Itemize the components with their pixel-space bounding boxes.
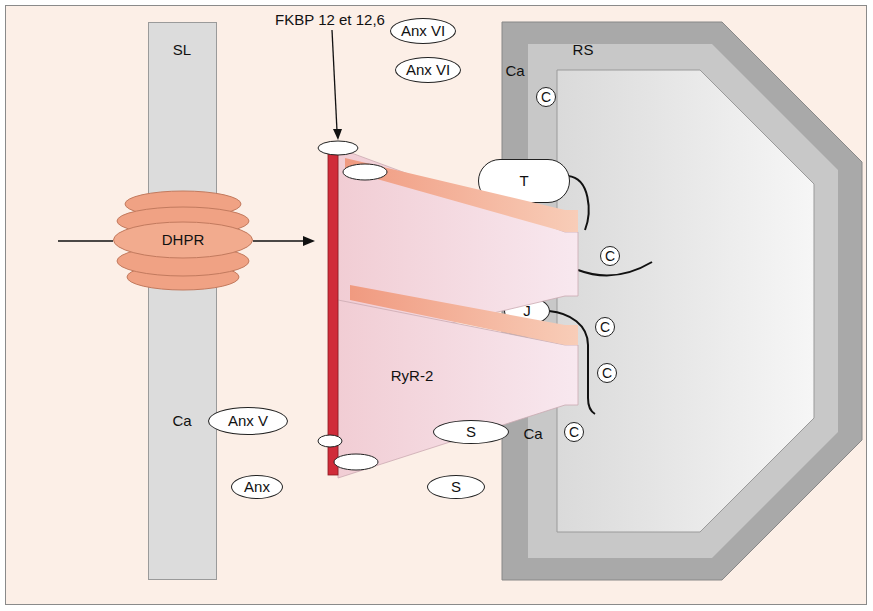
reticulum-membrane (528, 44, 838, 558)
ion-label: Ca (172, 412, 191, 430)
ion-label: Ca (505, 62, 524, 80)
node-text: C (600, 319, 610, 335)
protein-oval: S (427, 475, 485, 499)
protein-oval: Anx (231, 475, 283, 499)
node-text: SL (173, 41, 191, 59)
leader-arrowhead (333, 129, 342, 140)
binding-protein (343, 164, 387, 180)
node-text: C (541, 89, 551, 105)
membrane-band-shape (148, 22, 217, 580)
protein-oval: Anx V (208, 407, 288, 435)
protein-oval: S (433, 420, 509, 444)
binding-protein (318, 435, 342, 447)
connector-line (253, 240, 305, 242)
reticulum-lumen (557, 70, 814, 532)
node-text: Anx V (228, 412, 268, 430)
node-text: Anx VI (406, 61, 450, 79)
protein-circle: C (600, 246, 620, 266)
protein-oval: Anx VI (395, 57, 461, 83)
binding-protein (318, 141, 358, 155)
leader-line (332, 30, 337, 131)
arrowhead (303, 236, 315, 246)
binding-protein (334, 454, 378, 470)
receptor-shading (350, 285, 578, 345)
current-arrow (253, 236, 315, 246)
membrane-band-fill (149, 23, 217, 580)
node-text: T (519, 172, 528, 190)
node-text: C (569, 424, 579, 440)
protein-circle: C (536, 87, 556, 107)
reticulum-outer (502, 22, 862, 580)
receptor-foot (328, 147, 338, 475)
node-text: Anx (244, 478, 270, 496)
reticulum-shape (502, 22, 862, 580)
node-text: C (605, 248, 615, 264)
node-text: Anx VI (401, 22, 445, 40)
ion-label: Ca (523, 425, 542, 443)
node-text: C (602, 365, 612, 381)
protein-oval: Anx VI (390, 18, 456, 44)
node-text: RyR-2 (391, 367, 434, 385)
part-label: FKBP 12 et 12,6 (275, 11, 385, 29)
node-text: RS (573, 41, 594, 59)
node-text: DHPR (162, 231, 205, 249)
frame-panel (6, 6, 867, 605)
reticulum-compartment: RS C C C C C (502, 22, 862, 580)
channel-complex: DHPR (113, 190, 253, 292)
protein-circle: C (564, 422, 584, 442)
protein-circle: C (597, 363, 617, 383)
node-text: S (466, 423, 476, 441)
current-line (58, 240, 113, 242)
membrane-band: SL DHPR (148, 22, 217, 580)
channel-subunit (114, 222, 253, 258)
protein-circle: C (595, 317, 615, 337)
node-text: S (451, 478, 461, 496)
